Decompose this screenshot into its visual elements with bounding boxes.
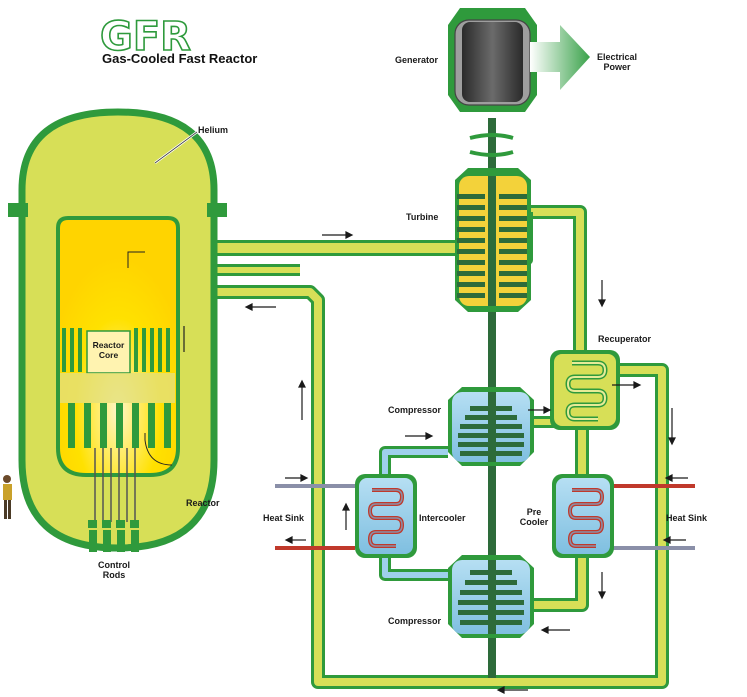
intercooler-label: Intercooler	[419, 513, 466, 523]
helium-label: Helium	[198, 125, 228, 135]
compressor-upper-label: Compressor	[388, 405, 442, 415]
compressor-lower-label: Compressor	[388, 616, 442, 626]
heat-sink-left-label: Heat Sink	[263, 513, 305, 523]
precooler-label-line2: Cooler	[520, 517, 549, 527]
recuperator	[550, 350, 620, 430]
control-rods-in-core	[68, 403, 171, 448]
heat-sink-right-label: Heat Sink	[666, 513, 708, 523]
control-rod-drives	[88, 448, 139, 552]
recuperator-label: Recuperator	[598, 334, 652, 344]
fuel-assemblies	[62, 328, 170, 372]
electrical-power-label-line1: Electrical	[597, 52, 637, 62]
control-rods-label-line1: Control	[98, 560, 130, 570]
person-figure	[3, 475, 12, 519]
turbine-label: Turbine	[406, 212, 438, 222]
flow-arrows	[244, 231, 688, 694]
compressor-lower	[448, 555, 534, 638]
subtitle: Gas-Cooled Fast Reactor	[102, 51, 257, 66]
generator	[448, 8, 537, 112]
generator-label: Generator	[395, 55, 439, 65]
electrical-power-label-line2: Power	[603, 62, 631, 72]
intercooler	[355, 474, 417, 558]
reactor-core-label-line2: Core	[99, 350, 119, 360]
precooler-label-line1: Pre	[527, 507, 542, 517]
electrical-power-arrow	[530, 25, 590, 90]
control-rods-label-line2: Rods	[103, 570, 126, 580]
reactor-label: Reactor	[186, 498, 220, 508]
pipe-network	[200, 205, 695, 689]
precooler	[552, 474, 614, 558]
reactor-vessel: Reactor Core	[8, 108, 227, 552]
logo-text: GFR	[100, 14, 191, 60]
rotation-arrow	[469, 133, 514, 157]
reactor-core-label-line1: Reactor	[93, 340, 125, 350]
turbine	[455, 168, 531, 312]
compressor-upper	[448, 387, 534, 466]
